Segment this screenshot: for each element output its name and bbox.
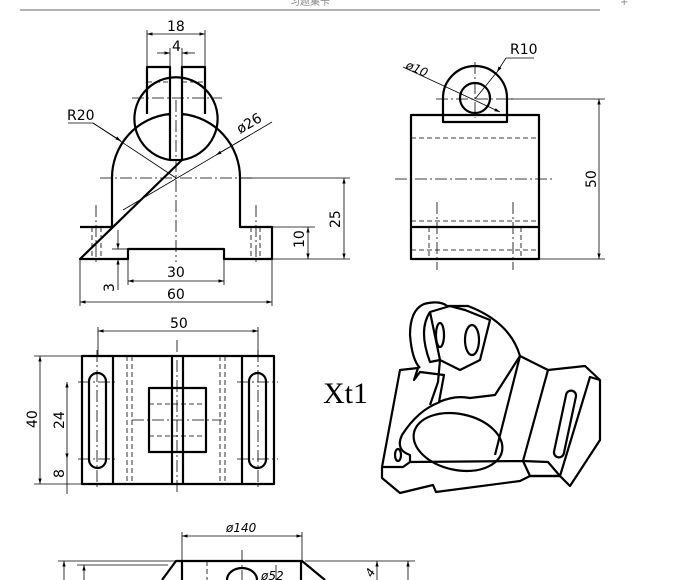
top-view: 50 40 24 8	[25, 316, 278, 495]
page-header: 习题集卡 +	[20, 0, 628, 11]
dim-diameter: ø140	[225, 521, 257, 535]
bottom-view: ø140 ø52 4	[58, 521, 415, 580]
dim-base-height: 10	[292, 230, 308, 248]
dim-depth: 40	[25, 410, 41, 428]
dim-boss-radius: R10	[510, 42, 538, 58]
iso-view-label: Xt1	[323, 377, 368, 410]
dim-notch-width: 30	[167, 265, 185, 281]
dim-total-width: 60	[167, 287, 185, 303]
dim-slot-spacing: 24	[52, 411, 68, 429]
dim-lug-width: 18	[167, 19, 185, 35]
header-title: 习题集卡	[290, 0, 330, 8]
dim-slot-width: 4	[172, 39, 181, 55]
front-view: 18 4 R20 ø26 25 10 3 30 60	[67, 19, 350, 306]
dim-bore-diameter: ø26	[234, 110, 265, 137]
dim-hole-diameter: ø10	[403, 58, 431, 81]
dim-height: 50	[584, 170, 600, 188]
isometric-view	[380, 301, 602, 495]
dim-notch-depth: 3	[102, 283, 118, 292]
dim-center-height: 25	[328, 210, 344, 228]
page-mark: +	[620, 0, 628, 8]
dim-width: 50	[170, 316, 188, 332]
dim-outer-radius: R20	[67, 108, 95, 124]
dim-inner-diameter: ø52	[260, 569, 284, 580]
dim-slot-offset: 8	[52, 469, 68, 478]
side-view: 50 ø10 R10	[395, 42, 605, 270]
dim-bottom-height: 4	[362, 566, 378, 580]
